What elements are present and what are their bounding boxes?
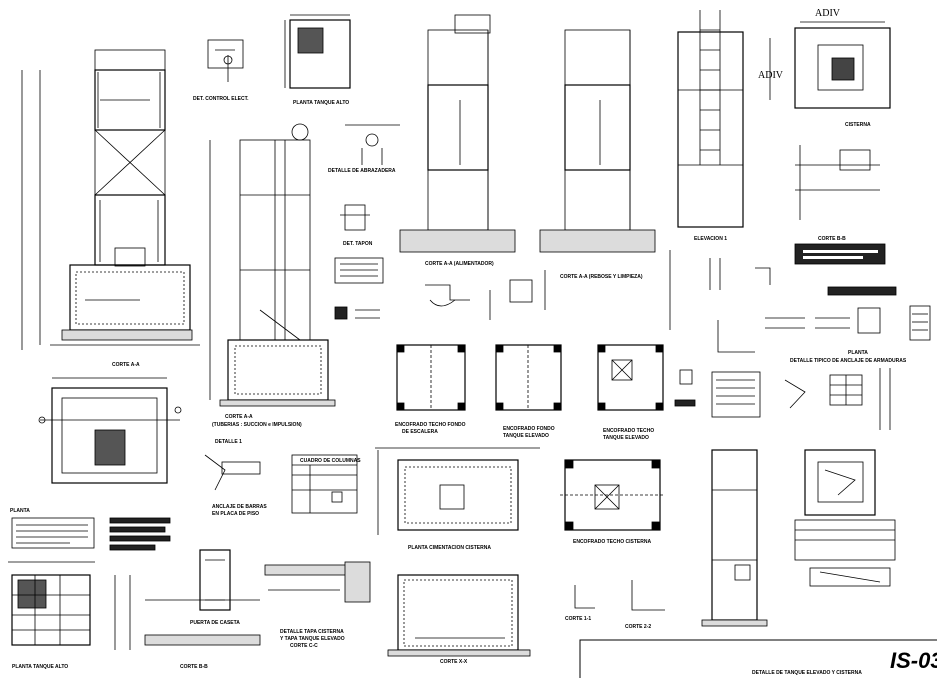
puerta-caseta: PUERTA DE CASETA <box>190 549 240 626</box>
encofrado-1-label: ENCOFRADO TECHO FONDO <box>395 422 466 428</box>
planta-cisterna-small-label: CISTERNA <box>845 122 871 128</box>
corte-aa-mid-label: CORTE A-A <box>225 414 253 420</box>
corte-rebose-label: CORTE A-A (REBOSE Y LIMPIEZA) <box>560 274 643 280</box>
corte-xx-label: CORTE X-X <box>440 659 468 665</box>
detalle-1-anclaje: DETALLE 1 ANCLAJE DE BARRAS EN PLACA DE … <box>204 439 267 517</box>
anclaje-label: ANCLAJE DE BARRAS <box>212 504 267 510</box>
detalle-tipico-label: DETALLE TIPICO DE ANCLAJE DE ARMADURAS <box>790 358 907 364</box>
right-lower-plan <box>794 449 896 587</box>
cuadro-columnas-table: CUADRO DE COLUMNAS <box>291 454 361 514</box>
planta-tanque-alto-top: PLANTA TANQUE ALTO <box>284 14 351 106</box>
tuberias-label: (TUBERIAS : SUCCION e IMPULSION) <box>212 422 302 428</box>
corte-22-label: CORTE 2-2 <box>625 624 651 630</box>
encofrado-plans: ENCOFRADO TECHO FONDO DE ESCALERA ENCOFR… <box>395 344 664 441</box>
middle-small-details: PLANTA DETALLE TIPICO DE ANCLAJE DE ARMA… <box>334 250 931 364</box>
right-mid-details <box>674 368 891 430</box>
sheet-subtitle: DETALLE DE TANQUE ELEVADO Y CISTERNA <box>752 670 862 676</box>
corte-11-label: CORTE 1-1 <box>565 616 591 622</box>
corte-aa-mid-section: CORTE A-A (TUBERIAS : SUCCION e IMPULSIO… <box>209 123 336 428</box>
corte-aa-left-label: CORTE A-A <box>112 362 140 368</box>
corte-bb-right: CORTE B-B <box>794 145 886 265</box>
encofrado-2b-label: TANQUE ELEVADO <box>503 433 549 439</box>
det-tapon-label: DET. TAPON <box>343 241 373 247</box>
planta-tanque-alto-bottom: PLANTA TANQUE ALTO <box>8 561 95 670</box>
anclaje2-label: EN PLACA DE PISO <box>212 511 259 517</box>
title-block: IS-03 DETALLE DE TANQUE ELEVADO Y CISTER… <box>579 639 937 678</box>
sheet-code: IS-03 <box>890 648 937 673</box>
encofrado-2-label: ENCOFRADO FONDO <box>503 426 555 432</box>
corte-bb-bottom: CORTE B-B <box>114 575 261 670</box>
detalle-abrazadera: DETALLE DE ABRAZADERA <box>328 124 400 174</box>
encofrado-techo-cisterna: ENCOFRADO TECHO CISTERNA <box>560 459 665 545</box>
corte-alimentador-label: CORTE A-A (ALIMENTADOR) <box>425 261 494 267</box>
corte-11-22: CORTE 1-1 CORTE 2-2 <box>565 580 665 630</box>
planta-left-label: PLANTA <box>10 508 30 514</box>
detalle-tapa2-label: Y TAPA TANQUE ELEVADO <box>280 636 345 642</box>
corte-xx-section: CORTE X-X <box>387 574 531 665</box>
adiv-left: ADIV <box>758 70 784 81</box>
det-control-label: DET. CONTROL ELECT. <box>193 96 249 102</box>
encofrado-techo-cisterna-label: ENCOFRADO TECHO CISTERNA <box>573 539 651 545</box>
encofrado-3b-label: TANQUE ELEVADO <box>603 435 649 441</box>
elevacion-1: ELEVACION 1 <box>677 10 744 242</box>
planta-label-right: PLANTA <box>848 350 868 356</box>
corte-aa-left-section: CORTE A-A <box>21 49 200 368</box>
det-control-detail: DET. CONTROL ELECT. <box>193 39 249 102</box>
encofrado-3-label: ENCOFRADO TECHO <box>603 428 654 434</box>
right-tall-section <box>701 449 768 627</box>
planta-cimentacion-cisterna: PLANTA CIMENTACION CISTERNA <box>375 447 540 551</box>
tapa-caseta-label: PUERTA DE CASETA <box>190 620 240 626</box>
corte-rebose-section: CORTE A-A (REBOSE Y LIMPIEZA) <box>539 29 656 280</box>
planta-left-mid <box>38 377 182 484</box>
encofrado-1b-label: DE ESCALERA <box>402 429 438 435</box>
detalle-1-label: DETALLE 1 <box>215 439 242 445</box>
planta-cimentacion-label: PLANTA CIMENTACION CISTERNA <box>408 545 491 551</box>
detalle-tapa3-label: CORTE C-C <box>290 643 318 649</box>
elevacion-label: ELEVACION 1 <box>694 236 727 242</box>
planta-tanque-alto-top-label: PLANTA TANQUE ALTO <box>293 100 349 106</box>
detalle-tapa-cisterna: DETALLE TAPA CISTERNA Y TAPA TANQUE ELEV… <box>264 561 371 649</box>
left-text-blocks: PLANTA <box>10 508 171 551</box>
corte-bb-bottom-label: CORTE B-B <box>180 664 208 670</box>
detalle-tapa1-label: DETALLE TAPA CISTERNA <box>280 629 344 635</box>
corte-bb-label: CORTE B-B <box>818 236 846 242</box>
planta-tanque-alto-bottom-label: PLANTA TANQUE ALTO <box>12 664 68 670</box>
cuadro-title: CUADRO DE COLUMNAS <box>300 458 361 464</box>
detalle-abrazadera-label: DETALLE DE ABRAZADERA <box>328 168 396 174</box>
adiv-top: ADIV <box>815 8 841 19</box>
corte-alimentador-section: CORTE A-A (ALIMENTADOR) <box>399 14 516 267</box>
planta-top-right: ADIV ADIV CISTERNA <box>758 8 891 128</box>
det-tapon: DET. TAPON <box>334 204 384 284</box>
